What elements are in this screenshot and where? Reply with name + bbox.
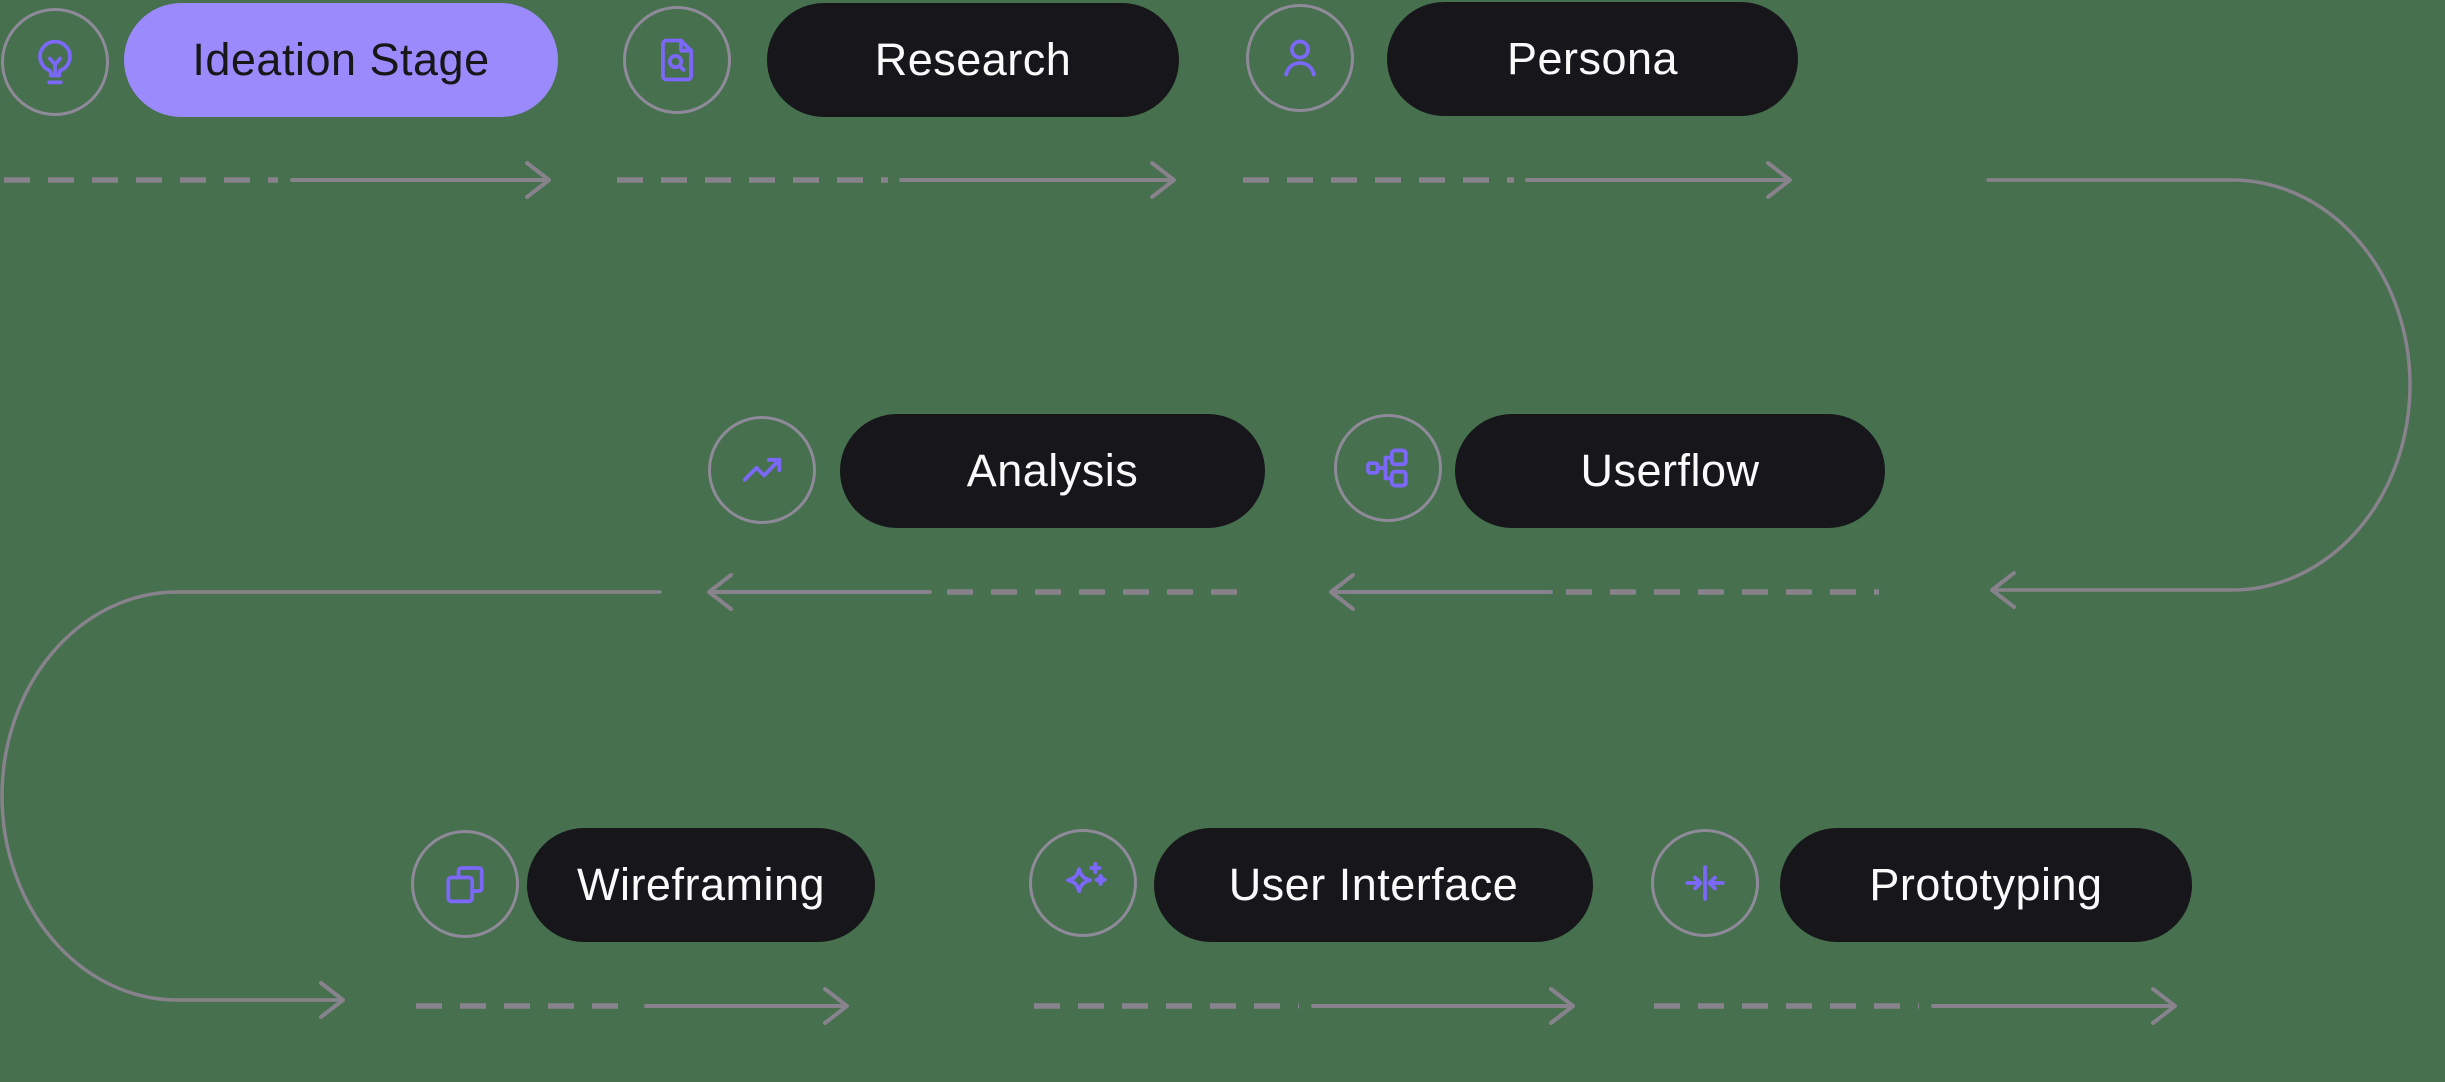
stage-pill-analysis[interactable]: Analysis	[840, 414, 1265, 528]
stage-label: Wireframing	[576, 859, 826, 910]
wireframing-icon-badge[interactable]	[411, 830, 519, 938]
stage-label: User Interface	[1228, 859, 1519, 910]
user-icon	[1284, 39, 1316, 77]
stage-pill-userflow[interactable]: Userflow	[1455, 414, 1885, 528]
arrow-wireframing-to-userinterface	[416, 987, 849, 1025]
arrow-analysis-leftward	[707, 573, 1253, 611]
research-icon-badge[interactable]	[623, 6, 731, 114]
stage-label: Userflow	[1580, 445, 1760, 496]
stage-pill-research[interactable]: Research	[767, 3, 1179, 117]
stage-label: Research	[874, 34, 1072, 85]
user-interface-icon-badge[interactable]	[1029, 829, 1137, 937]
arrow-userinterface-to-prototyping	[1034, 987, 1575, 1025]
trending-up-icon	[742, 457, 782, 482]
left-uturn-connector	[0, 590, 662, 1019]
arrow-ideation-to-research	[4, 161, 551, 199]
stage-label: Prototyping	[1869, 859, 2103, 910]
sparkles-icon	[1066, 862, 1107, 894]
analysis-icon-badge[interactable]	[708, 416, 816, 524]
stage-pill-persona[interactable]: Persona	[1387, 2, 1798, 116]
arrow-prototyping-onward	[1654, 987, 2177, 1025]
arrow-research-to-persona	[617, 161, 1176, 199]
arrow-userflow-leftward	[1329, 573, 1879, 611]
copy-icon	[446, 866, 484, 904]
flow-nodes-icon	[1366, 448, 1408, 488]
converge-arrows-icon	[1685, 865, 1725, 901]
right-uturn-connector	[1986, 178, 2412, 609]
prototyping-icon-badge[interactable]	[1651, 829, 1759, 937]
stage-pill-ideation[interactable]: Ideation Stage	[124, 3, 558, 117]
lightbulb-icon	[38, 39, 72, 85]
userflow-icon-badge[interactable]	[1334, 414, 1442, 522]
stage-pill-prototyping[interactable]: Prototyping	[1780, 828, 2192, 942]
stage-pill-user-interface[interactable]: User Interface	[1154, 828, 1593, 942]
stage-pill-wireframing[interactable]: Wireframing	[527, 828, 875, 942]
persona-icon-badge[interactable]	[1246, 4, 1354, 112]
ideation-icon-badge[interactable]	[1, 8, 109, 116]
stage-label: Persona	[1506, 33, 1679, 84]
arrow-persona-to-curve	[1243, 161, 1792, 199]
file-search-icon	[661, 38, 693, 82]
stage-label: Analysis	[966, 445, 1139, 496]
stage-label: Ideation Stage	[192, 34, 490, 85]
